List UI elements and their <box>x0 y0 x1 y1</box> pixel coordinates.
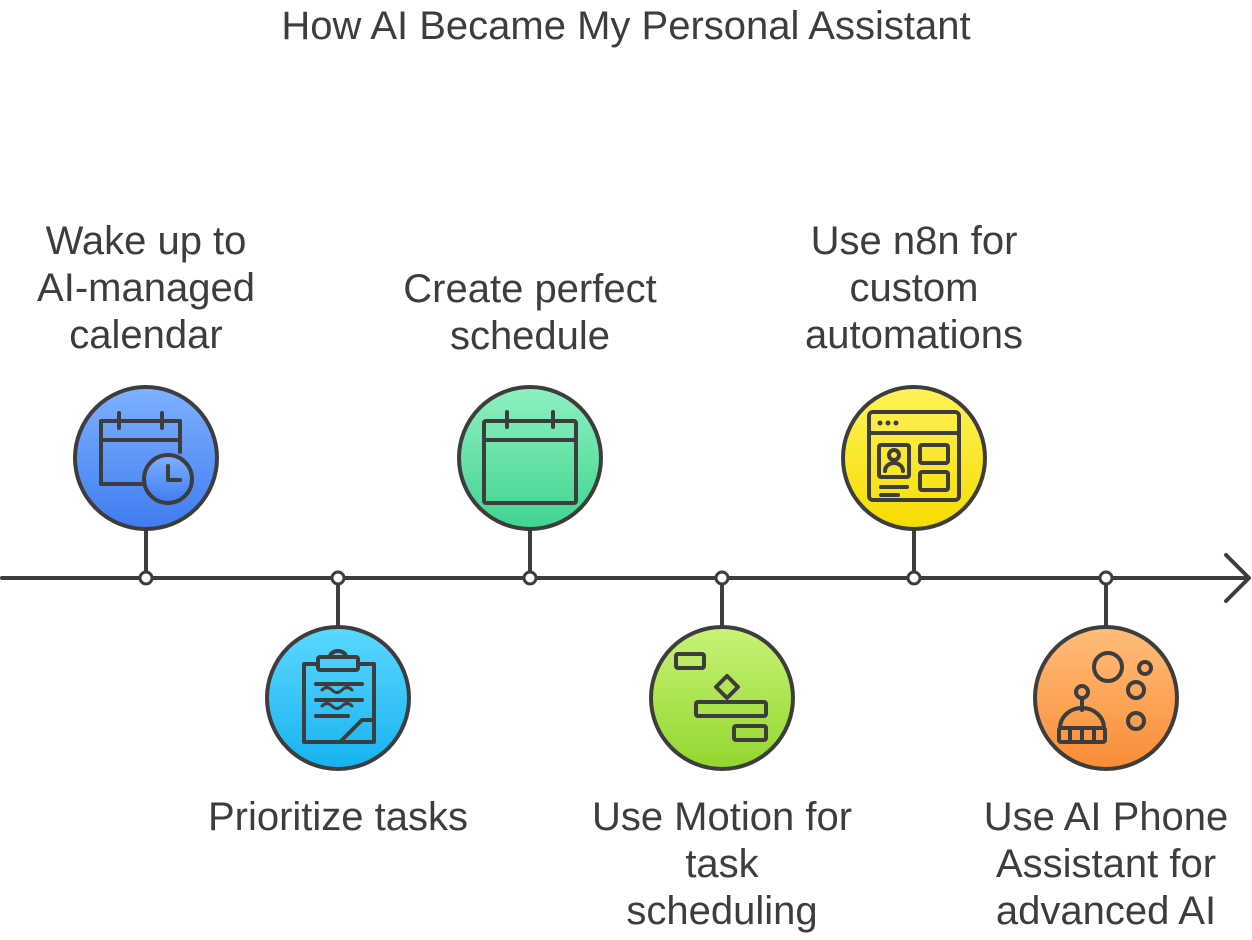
event-label-6: Use AI Phone Assistant for advanced AI <box>983 795 1229 933</box>
robot-icon <box>1057 651 1153 744</box>
axis-node <box>714 570 730 586</box>
browser-window-icon <box>867 410 961 502</box>
calendar-icon <box>482 410 578 505</box>
axis-node <box>1098 570 1114 586</box>
event-circle-6 <box>1033 625 1179 771</box>
event-circle-3 <box>457 385 603 531</box>
axis-node <box>138 570 154 586</box>
event-label-3: Create perfect schedule <box>403 267 657 358</box>
axis-nodes <box>138 570 1114 586</box>
gantt-chart-icon <box>674 652 768 742</box>
calendar-clock-icon <box>99 411 194 505</box>
arrow-head-icon <box>1224 553 1251 603</box>
event-label-2: Prioritize tasks <box>207 795 469 839</box>
connector-stems <box>144 530 1108 626</box>
diagram-title: How AI Became My Personal Assistant <box>281 4 971 48</box>
event-label-1: Wake up to AI-managed calendar <box>37 219 255 357</box>
event-label-4: Use Motion for task scheduling <box>591 795 853 933</box>
event-circle-4 <box>649 625 795 771</box>
event-label-5: Use n8n for custom automations <box>805 219 1023 357</box>
timeline-axis <box>0 553 1251 603</box>
axis-node <box>522 570 538 586</box>
event-circle-1 <box>73 385 219 531</box>
clipboard-icon <box>302 649 376 744</box>
axis-node <box>906 570 922 586</box>
axis-node <box>330 570 346 586</box>
event-circle-5 <box>841 385 987 531</box>
